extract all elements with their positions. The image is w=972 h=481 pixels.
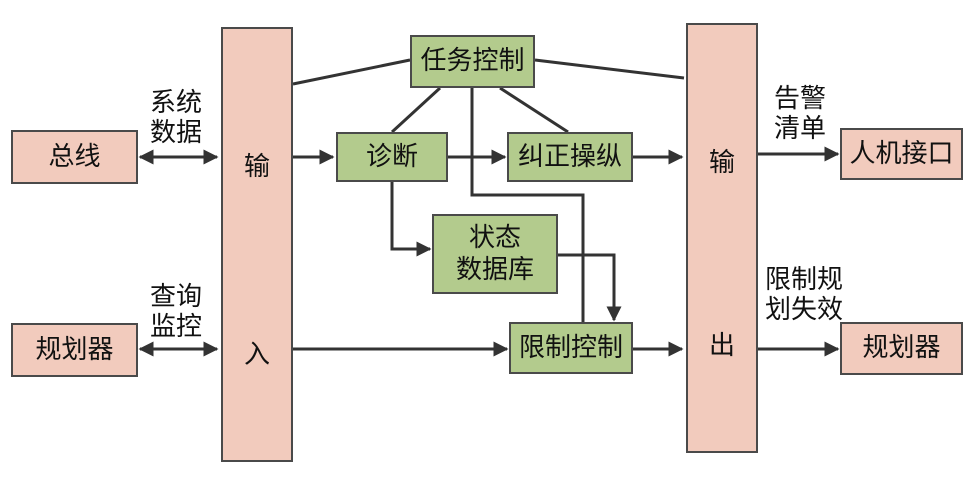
input-char-top: 输 <box>243 152 270 182</box>
state-db-label: 状态 数据库 <box>455 222 534 286</box>
limit-control-label: 限制控制 <box>518 332 623 363</box>
bus-block: 总线 <box>11 130 138 184</box>
state-limit-arrow <box>558 253 622 322</box>
state-db-block: 状态 数据库 <box>432 214 558 294</box>
task-correction-link <box>499 86 569 134</box>
limit-planning-failure-label: 限制规 划失效 <box>764 265 843 325</box>
correction-block: 纠正操纵 <box>507 132 633 182</box>
input-char-bottom: 入 <box>243 340 270 370</box>
input-block: 输 入 <box>221 27 293 462</box>
diagnosis-label: 诊断 <box>365 141 418 172</box>
planner-left-label: 规划器 <box>35 334 114 365</box>
output-char-bottom: 出 <box>708 331 735 361</box>
planner-right-block: 规划器 <box>840 322 963 375</box>
hmi-block: 人机接口 <box>840 128 963 180</box>
planner-left-block: 规划器 <box>11 323 138 377</box>
limit-control-block: 限制控制 <box>509 322 633 374</box>
task-diagnosis-link <box>390 86 442 134</box>
correction-label: 纠正操纵 <box>517 141 622 172</box>
diagnosis-state-arrow <box>390 182 432 257</box>
alarm-list-label: 告警 清单 <box>773 84 826 144</box>
hmi-label: 人机接口 <box>849 138 954 169</box>
task-limit-link <box>470 88 585 322</box>
system-data-label: 系统 数据 <box>149 88 202 148</box>
query-monitor-label: 查询 监控 <box>149 282 202 342</box>
output-char-top: 输 <box>708 148 735 178</box>
task-input-link <box>292 58 411 86</box>
diagnosis-block: 诊断 <box>336 132 448 182</box>
output-block: 输 出 <box>686 23 758 453</box>
task-control-block: 任务控制 <box>410 35 535 88</box>
planner-right-label: 规划器 <box>862 333 941 364</box>
task-output-link <box>534 58 685 80</box>
task-control-label: 任务控制 <box>420 46 525 77</box>
bus-label: 总线 <box>48 141 101 172</box>
